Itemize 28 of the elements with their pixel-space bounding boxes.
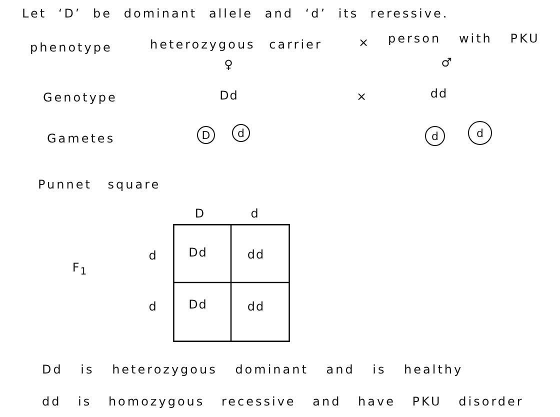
conclusion-text: Dd is heterozygous dominant and is healthy <box>42 362 464 378</box>
row-allele: d <box>148 300 158 314</box>
section-heading: Punnet square <box>38 178 161 192</box>
offspring-genotype: dd <box>247 300 265 314</box>
genotype-text: Dd <box>220 88 238 104</box>
male-symbol: ♂ <box>441 56 453 70</box>
female-symbol: ♀ <box>224 58 234 72</box>
statement-text: Let ‘D’ be dominant allele and ‘d’ its reressive. <box>22 6 449 22</box>
gamete-circle: d <box>468 121 492 145</box>
gamete-circle: D <box>197 126 215 144</box>
column-allele: D <box>194 206 206 222</box>
row-heading: Gametes <box>47 132 116 146</box>
offspring-genotype: Dd <box>188 246 208 260</box>
cross-sign: × <box>358 36 370 50</box>
gamete-circle: d <box>232 124 250 142</box>
row-heading: phenotype <box>30 40 112 56</box>
offspring-genotype: Dd <box>188 298 208 312</box>
phenotype-text: heterozygous carrier <box>150 38 322 52</box>
generation-label: F$_{1}$ <box>72 260 88 280</box>
phenotype-text: person with PKU <box>388 32 540 46</box>
genotype-text: dd <box>430 86 448 102</box>
row-heading: Genotype <box>43 90 118 106</box>
cross-sign: × <box>356 90 368 104</box>
conclusion-text: dd is homozygous recessive and have PKU disorder <box>42 394 524 410</box>
column-allele: d <box>250 206 260 222</box>
gamete-circle: d <box>425 126 445 146</box>
offspring-genotype: dd <box>247 248 265 262</box>
row-allele: d <box>148 248 158 264</box>
